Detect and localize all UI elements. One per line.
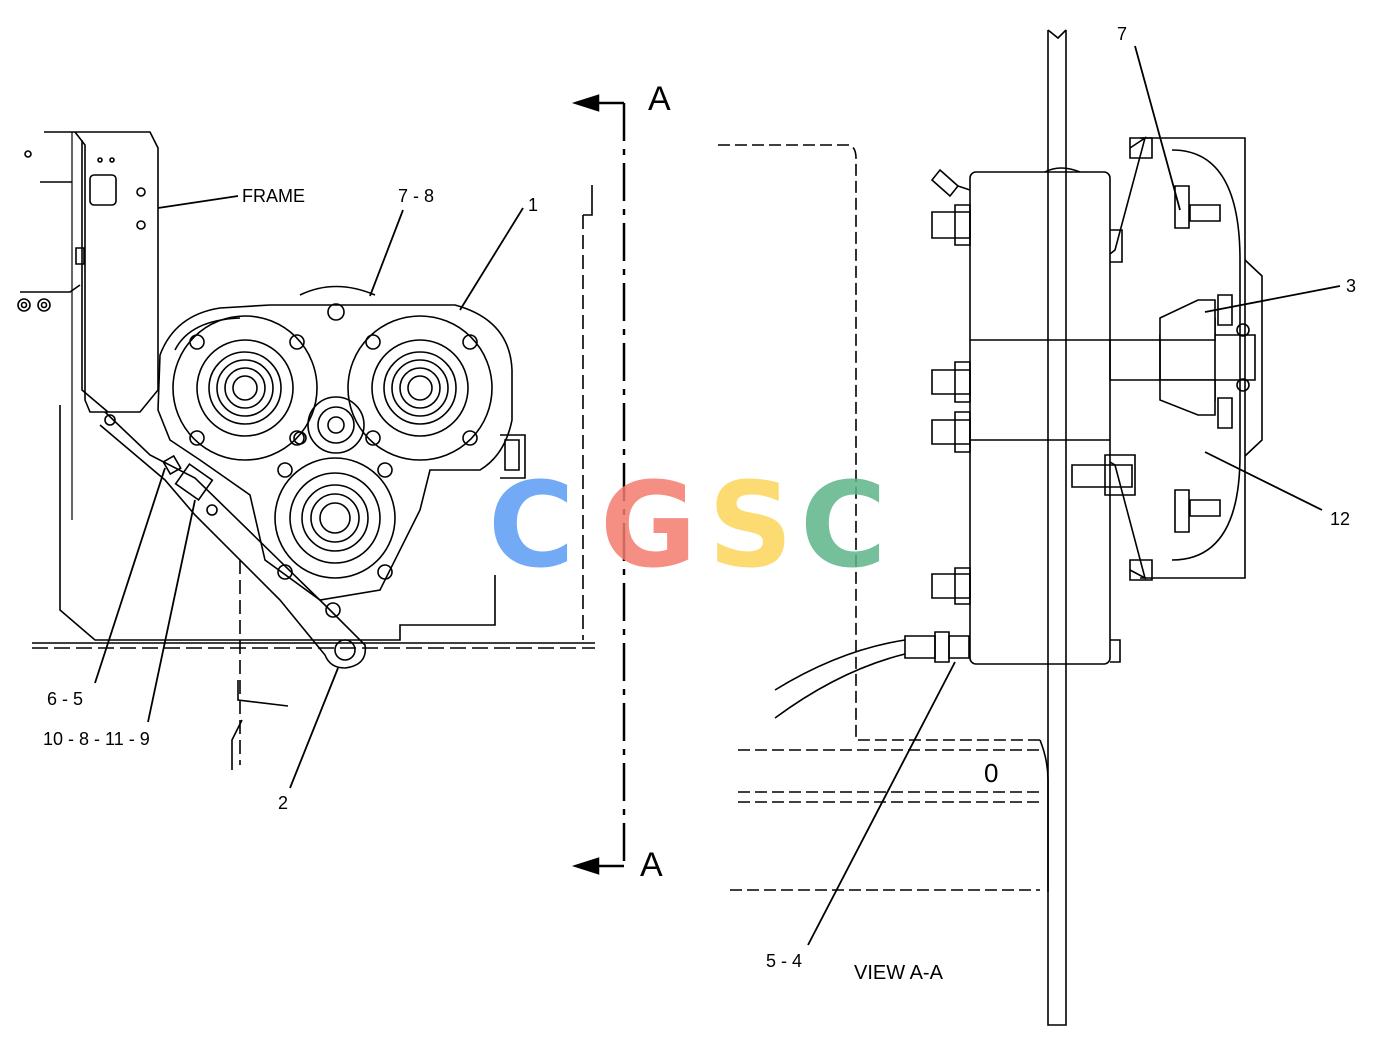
callout-3: 3 [1346,276,1357,296]
section-line-a [576,96,624,873]
watermark-letter-g: G [600,456,697,594]
callout-6-5: 6 - 5 [47,689,84,709]
watermark-letter-c1: C [488,456,575,594]
label-frame: FRAME [242,186,305,206]
center-gear [294,304,364,453]
callout-1: 1 [528,195,539,215]
hidden-outline-right [718,145,1040,890]
bracket-lower [238,680,288,706]
section-label-top: A [648,80,671,118]
pump-body-side [970,168,1122,664]
pump-housing [158,287,525,601]
pump-section-left [173,316,317,460]
mounting-strap [100,412,365,668]
callout-2: 2 [278,793,289,813]
callout-7: 7 [1117,24,1128,44]
frame-member-vertical [1048,30,1066,1025]
pump-section-right [348,316,492,460]
callout-10-8-11-9: 10 - 8 - 11 - 9 [43,729,150,749]
watermark-letter-s: S [708,456,793,594]
frame-curve [1040,740,1048,892]
frame-mark: 0 [984,758,999,788]
hidden-edge-top [583,185,592,215]
callout-5-4: 5 - 4 [766,951,803,971]
pump-section-lower [275,458,395,579]
flange-housing [1110,138,1262,580]
callout-12: 12 [1330,509,1351,529]
shaft-coupling [1072,300,1255,495]
watermark-letter-c2: C [800,456,887,594]
view-title: VIEW A-A [854,962,943,984]
callout-7-8: 7 - 8 [398,186,435,206]
hose-fitting [775,632,969,718]
frame-rail [32,643,595,648]
section-label-bottom: A [640,846,663,884]
frame-outline [18,132,495,640]
leader-lines-right [808,46,1340,945]
body-bolts [932,170,970,604]
leader-lines-left [95,196,523,788]
